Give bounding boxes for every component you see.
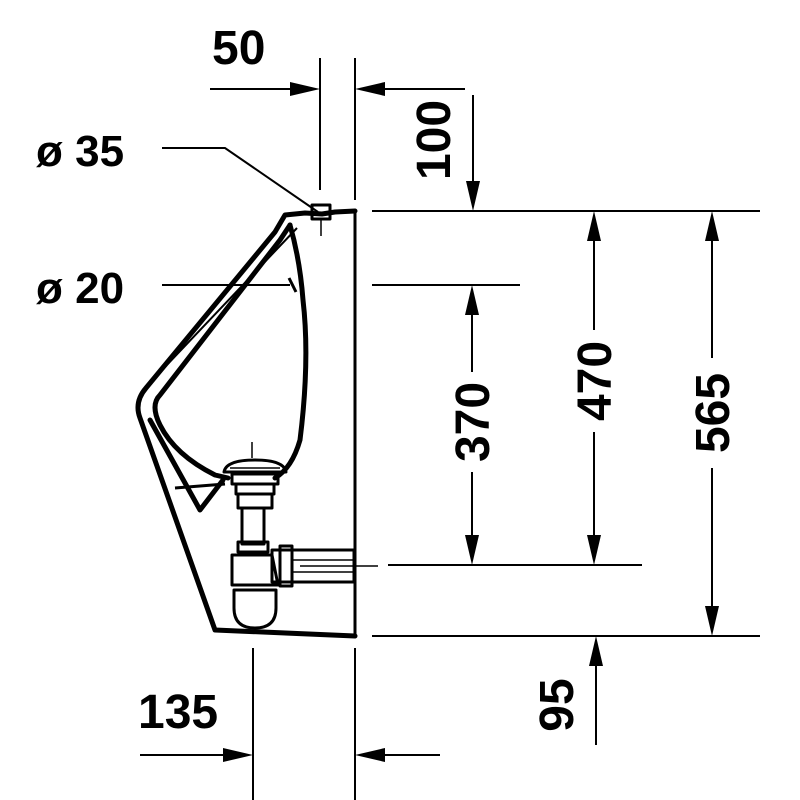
extension-lines	[252, 58, 760, 800]
dim-95-lines	[589, 636, 603, 745]
dim-95: 95	[531, 678, 584, 731]
dim-565: 565	[687, 373, 740, 453]
drain-trap	[222, 442, 378, 630]
dim-50-lines	[210, 82, 465, 96]
dim-370-lines	[465, 285, 479, 565]
dim-100-lines	[466, 95, 480, 211]
leader-lines	[144, 147, 319, 389]
label-diameter-20: ø 20	[36, 264, 124, 313]
dim-370: 370	[447, 382, 500, 462]
dim-470-lines	[587, 211, 601, 565]
dim-100: 100	[408, 100, 461, 180]
dim-50: 50	[212, 22, 265, 75]
dim-135: 135	[138, 686, 218, 739]
label-diameter-35: ø 35	[36, 127, 124, 176]
dim-135-lines	[140, 748, 440, 762]
dim-565-lines	[705, 211, 719, 636]
dim-470: 470	[569, 341, 622, 421]
